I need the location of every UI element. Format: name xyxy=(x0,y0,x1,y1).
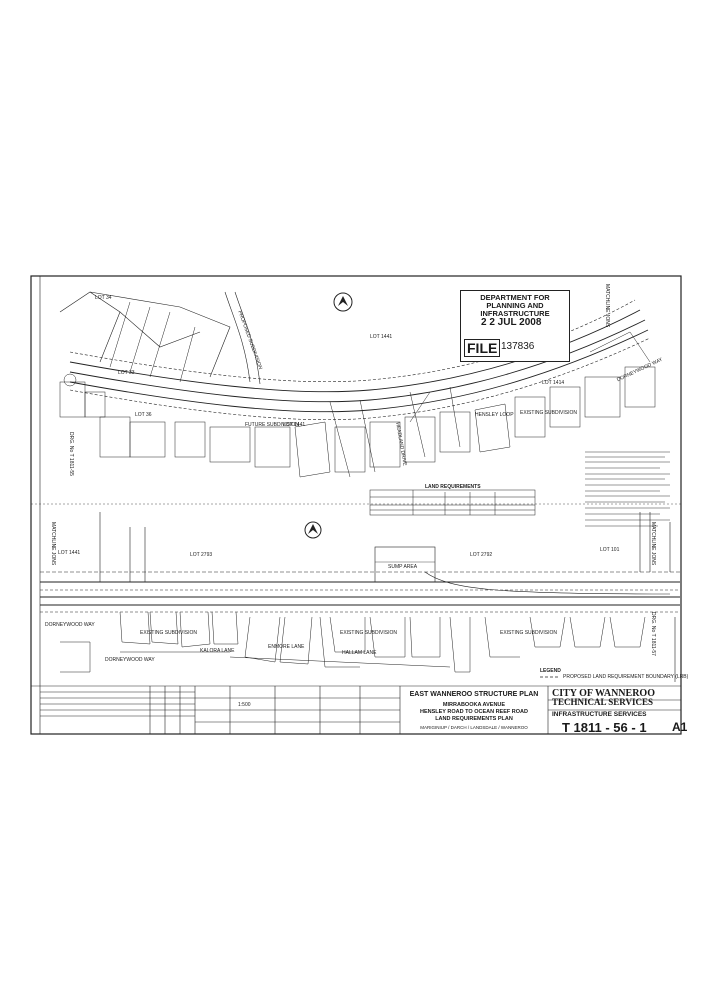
label-scale: 1:500 xyxy=(238,702,251,708)
label-lot-1441-low: LOT 1441 xyxy=(58,550,81,556)
label-enmore-lane: ENMORE LANE xyxy=(268,644,305,650)
label-drg-left: DRG. No T 1811-55 xyxy=(68,432,74,476)
label-dorneywood-way-1: DORNEYWOOD WAY xyxy=(45,622,95,628)
label-kalora-lane: KALORA LANE xyxy=(200,648,235,654)
city-block: CITY OF WANNEROO TECHNICAL SERVICES INFR… xyxy=(548,688,688,736)
city-dept: INFRASTRUCTURE SERVICES xyxy=(552,711,647,718)
city-name: CITY OF WANNEROO xyxy=(552,688,655,699)
department-name: DEPARTMENT FOR PLANNING AND INFRASTRUCTU… xyxy=(480,293,550,318)
title-line-2: MIRRABOOKA AVENUE xyxy=(442,702,506,708)
label-hensley-loop: HENSLEY LOOP xyxy=(475,412,514,418)
north-arrow-top xyxy=(333,292,353,312)
label-matchline-right-top: MATCHLINE JONS xyxy=(604,284,610,328)
label-existing-subdivision-2: EXISTING SUBDIVISION xyxy=(340,630,397,636)
city-services: TECHNICAL SERVICES xyxy=(552,697,653,707)
received-stamp: DEPARTMENT FOR PLANNING AND INFRASTRUCTU… xyxy=(460,290,570,362)
label-lot-1441-top: LOT 1441 xyxy=(370,334,393,340)
label-drg-right: DRG. No T 1811-57 xyxy=(650,612,656,656)
label-matchline-right-low: MATCHLINE JONS xyxy=(650,522,656,566)
label-land-requirements: LAND REQUIREMENTS xyxy=(425,484,481,490)
file-label: FILE xyxy=(464,339,501,357)
title-line-5: MARIGINIUP / DARCH / LANDSDALE / WANNERO… xyxy=(420,725,528,730)
drawing-number: T 1811 - 56 - 1 xyxy=(562,720,647,735)
sheet-size: A1 xyxy=(672,720,688,734)
label-lot-34: LOT 34 xyxy=(95,295,112,301)
file-box: FILE 137836 xyxy=(461,337,567,357)
title-line-4: LAND REQUIREMENTS PLAN xyxy=(435,716,513,722)
label-lot-101: LOT 101 xyxy=(600,547,620,553)
file-number: 137836 xyxy=(501,341,535,352)
label-matchline-left: MATCHLINE JONS xyxy=(50,522,56,566)
label-lot-36: LOT 36 xyxy=(135,412,152,418)
title-line-3: HENSLEY ROAD TO OCEAN REEF ROAD xyxy=(420,709,528,715)
land-requirements-table xyxy=(369,489,536,516)
title-strip xyxy=(31,685,681,734)
label-existing-subdivision-1: EXISTING SUBDIVISION xyxy=(140,630,197,636)
label-sump-area: SUMP AREA xyxy=(388,564,418,570)
title-line-1: EAST WANNEROO STRUCTURE PLAN xyxy=(409,691,539,698)
drawing-sheet: DEPARTMENT FOR PLANNING AND INFRASTRUCTU… xyxy=(30,272,689,737)
label-hallam-lane: HALLAM LANE xyxy=(342,650,377,656)
label-lot-33: LOT 33 xyxy=(118,370,135,376)
label-lot-1414: LOT 1414 xyxy=(542,380,565,386)
label-legend: LEGEND xyxy=(540,668,561,674)
plan-drawing xyxy=(30,275,682,735)
label-dorneywood-way-2: DORNEYWOOD WAY xyxy=(105,657,155,663)
label-existing-subdivision-top: EXISTING SUBDIVISION xyxy=(520,410,577,416)
label-future-subdivision: FUTURE SUBDIVISION xyxy=(245,422,299,428)
label-lot-2793: LOT 2793 xyxy=(190,552,213,558)
label-legend-item: PROPOSED LAND REQUIREMENT BOUNDARY (LRB) xyxy=(563,674,689,680)
north-arrow-bottom xyxy=(304,521,322,539)
notes-block xyxy=(585,451,670,527)
label-existing-subdivision-3: EXISTING SUBDIVISION xyxy=(500,630,557,636)
stamp-date: 2 2 JUL 2008 xyxy=(481,317,542,328)
label-lot-1441-mid: LOT 1441 xyxy=(283,422,306,428)
title-block: EAST WANNEROO STRUCTURE PLAN MIRRABOOKA … xyxy=(400,690,548,733)
label-lot-2792: LOT 2792 xyxy=(470,552,493,558)
